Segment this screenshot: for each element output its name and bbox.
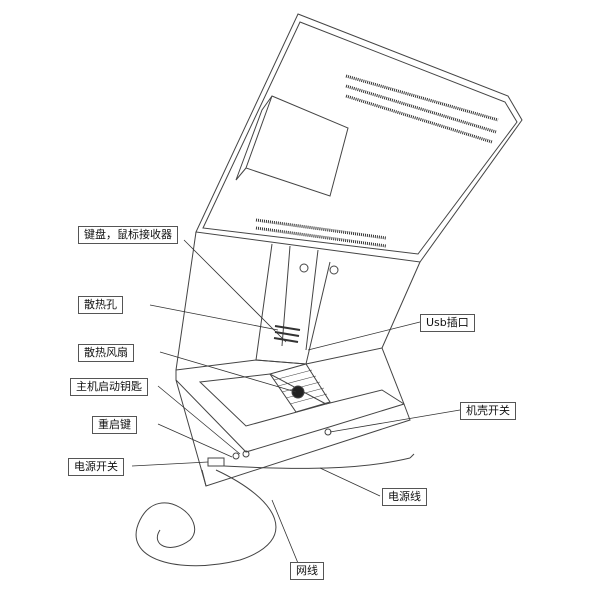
callout-usb-port: Usb插口 <box>420 314 475 332</box>
power-cable-line <box>223 457 411 469</box>
callout-cooling-fan: 散热风扇 <box>78 344 134 362</box>
back-panel <box>175 231 421 371</box>
callout-restart-key: 重启键 <box>92 416 137 434</box>
callout-vent-holes: 散热孔 <box>78 296 123 314</box>
callout-power-switch: 电源开关 <box>68 458 124 476</box>
callout-network-cable: 网线 <box>290 562 324 580</box>
base-front <box>175 379 411 487</box>
callout-case-switch: 机壳开关 <box>460 402 516 420</box>
callout-power-cable: 电源线 <box>382 488 427 506</box>
callout-keyboard-mouse-receiver: 键盘，鼠标接收器 <box>78 226 178 244</box>
support-column <box>255 243 331 365</box>
monitor-bracket <box>245 95 349 197</box>
top-vent-slots <box>345 74 499 144</box>
column-vents <box>273 325 301 343</box>
monitor-inner-frame <box>202 21 518 255</box>
monitor-frame <box>195 13 523 263</box>
leader-lines <box>131 239 461 569</box>
network-cable-line <box>135 469 277 567</box>
cooling-fan-grille <box>269 363 331 413</box>
power-switch-shape <box>207 457 225 467</box>
callout-main-start-key: 主机启动钥匙 <box>70 378 148 396</box>
base-top <box>175 347 405 453</box>
